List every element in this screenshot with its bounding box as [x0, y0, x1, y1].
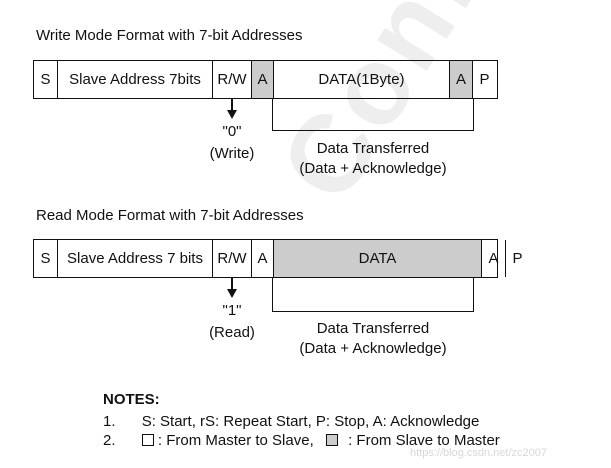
note-1-text: S: Start, rS: Repeat Start, P: Stop, A: …	[141, 413, 480, 430]
note-2-text-b: : From Slave to Master	[348, 432, 500, 449]
slave-to-master-box-icon	[325, 434, 338, 446]
read-transfer-sublabel: (Data + Acknowledge)	[299, 340, 447, 357]
write-rw-arrow-line	[231, 99, 233, 111]
read-rw-arrow-line	[231, 278, 233, 290]
read-cell-slave-address: Slave Address 7 bits	[57, 240, 212, 277]
read-rw-label: (Read)	[209, 324, 255, 341]
write-transfer-label: Data Transferred	[316, 140, 430, 157]
read-frame: S Slave Address 7 bits R/W A DATA A P	[33, 239, 523, 278]
read-cell-stop: P	[505, 240, 529, 277]
read-cell-data: DATA	[273, 240, 481, 277]
notes-title: NOTES:	[103, 391, 160, 408]
note-1-number: 1.	[103, 413, 116, 430]
write-cell-data: DATA(1Byte)	[273, 61, 449, 98]
source-credit: https://blog.csdn.net/zc2007	[410, 447, 547, 459]
read-cell-start: S	[40, 250, 51, 267]
write-cell-rw: R/W	[212, 61, 251, 98]
read-cell-rw: R/W	[212, 240, 251, 277]
write-cell-ack2: A	[449, 61, 472, 98]
write-transfer-bracket	[272, 99, 474, 131]
read-title: Read Mode Format with 7-bit Addresses	[36, 207, 304, 224]
write-rw-label: (Write)	[209, 145, 255, 162]
read-rw-value: "1"	[222, 302, 242, 319]
master-to-slave-box-icon	[141, 434, 154, 446]
note-1: 1. S: Start, rS: Repeat Start, P: Stop, …	[103, 413, 479, 430]
write-transfer-sublabel: (Data + Acknowledge)	[299, 160, 447, 177]
read-rw-arrow-head	[227, 289, 237, 298]
write-cell-slave-address: Slave Address 7bits	[57, 61, 212, 98]
write-frame: S Slave Address 7bits R/W A DATA(1Byte) …	[33, 60, 498, 99]
write-cell-start: S	[40, 71, 51, 88]
read-cell-ack2: A	[481, 240, 505, 277]
read-cell-ack: A	[251, 240, 273, 277]
note-2: 2. : From Master to Slave, : From Slave …	[103, 432, 500, 449]
write-cell-stop: P	[472, 61, 496, 98]
read-transfer-bracket	[272, 278, 474, 312]
note-2-text-a: : From Master to Slave,	[157, 432, 314, 449]
read-transfer-label: Data Transferred	[316, 320, 430, 337]
note-2-number: 2.	[103, 432, 116, 449]
write-rw-value: "0"	[222, 123, 242, 140]
write-rw-arrow-head	[227, 110, 237, 119]
write-cell-ack: A	[251, 61, 273, 98]
write-title: Write Mode Format with 7-bit Addresses	[36, 27, 303, 44]
